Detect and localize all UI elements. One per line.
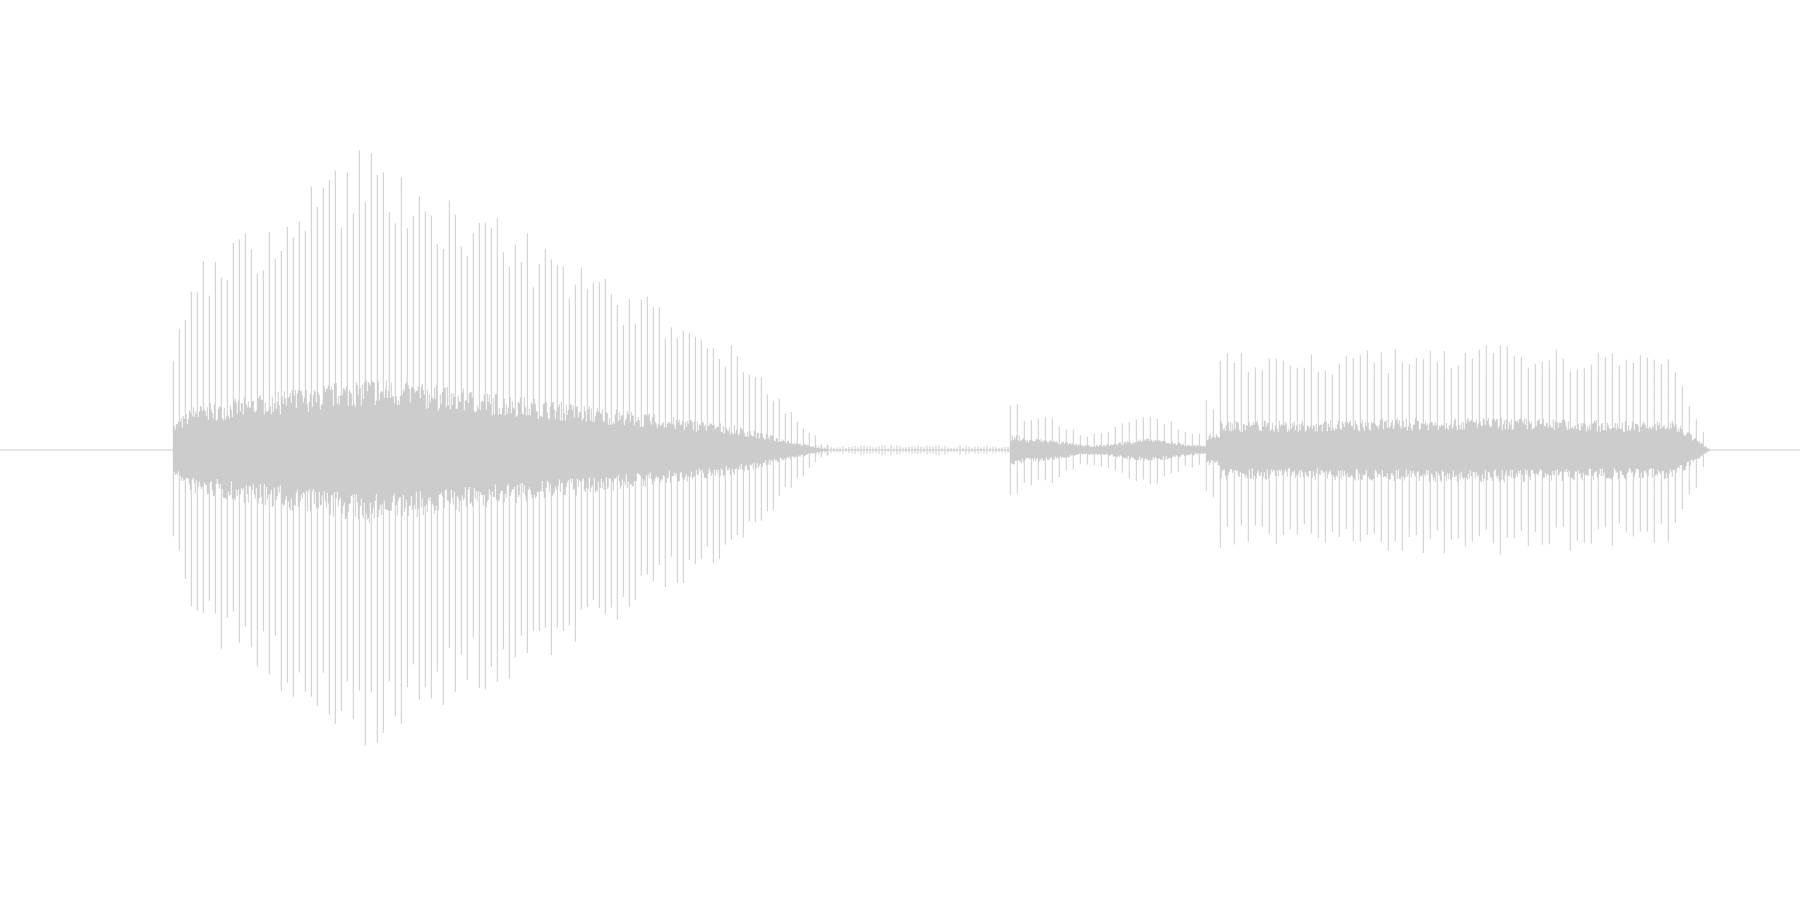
silence-noise-waveform [689,445,1009,455]
waveform-samples [172,150,1710,746]
second-utterance-waveform [1009,345,1710,555]
first-utterance-waveform [172,150,828,746]
